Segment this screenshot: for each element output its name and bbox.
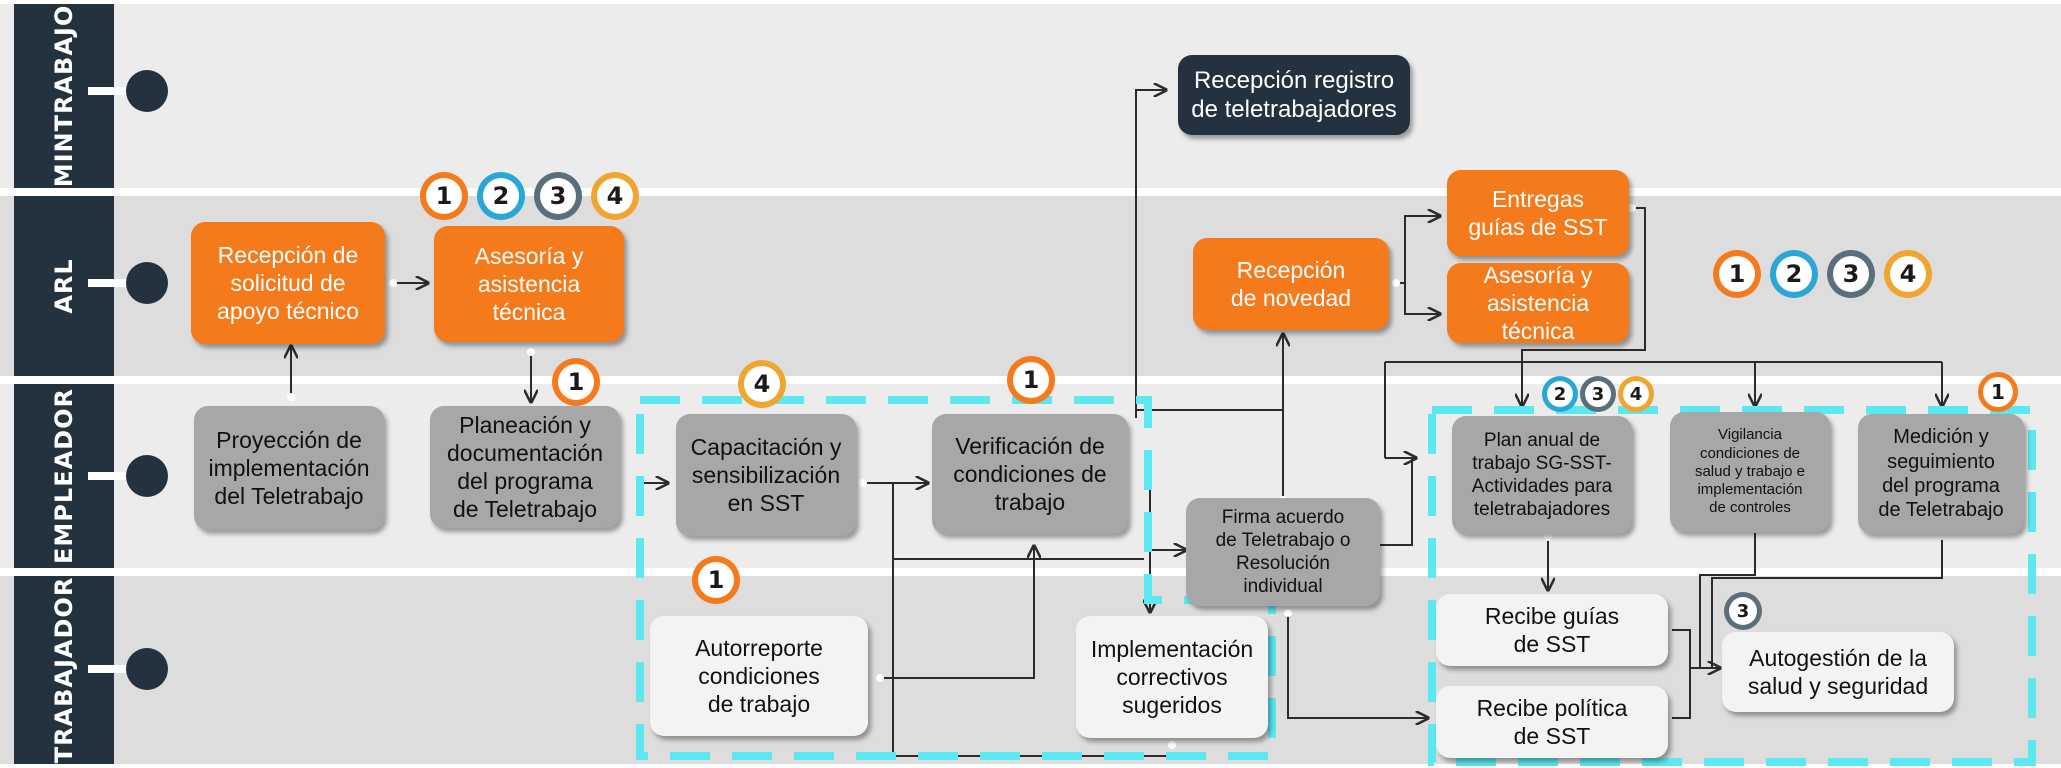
arrow-novedad-asesoria: [1404, 283, 1440, 314]
connector-dot: [1284, 609, 1292, 617]
node-recibe-politica: Recibe política de SST: [1436, 686, 1668, 758]
badge-number-1: 1: [1007, 356, 1055, 404]
node-firma-acuerdo: Firma acuerdo de Teletrabajo o Resolució…: [1186, 498, 1380, 606]
lane-label-mintrabajo: MINTRABAJO: [14, 4, 114, 188]
arrow-to-registro: [1135, 90, 1166, 418]
highlight-region-right: [1428, 406, 2036, 766]
lane-marker-mintrabajo: [126, 70, 168, 112]
node-proyeccion: Proyección de implementación del Teletra…: [194, 406, 384, 530]
line-medicion-down: [1711, 540, 1943, 668]
badge-number-1: 1: [1978, 372, 2018, 412]
arrow-firma-politica: [1287, 612, 1428, 718]
badge-number-4: 4: [1618, 376, 1654, 412]
badge-number-1: 1: [552, 358, 600, 406]
badge-number-2: 2: [477, 172, 525, 220]
badge-number-1: 1: [420, 172, 468, 220]
connector-dot: [287, 393, 295, 401]
node-verificacion: Verificación de condiciones de trabajo: [932, 414, 1128, 534]
lane-connector-arl: [88, 279, 136, 287]
badge-number-4: 4: [591, 172, 639, 220]
lane-marker-trabajador: [126, 648, 168, 690]
node-recepcion-registro: Recepción registro de teletrabajadores: [1178, 55, 1410, 135]
arrow-firma-plan: [1380, 458, 1413, 546]
lane-connector-mintrabajo: [88, 87, 136, 95]
connector-dot: [1392, 279, 1400, 287]
connector-dot: [1168, 741, 1176, 749]
node-autogestion: Autogestión de la salud y seguridad: [1722, 632, 1954, 712]
legend-badge-2: 2: [1770, 250, 1818, 298]
node-plan-anual: Plan anual de trabajo SG-SST- Actividade…: [1452, 416, 1632, 534]
legend-badge-4: 4: [1884, 250, 1932, 298]
node-recibe-guias: Recibe guías de SST: [1436, 594, 1668, 666]
badge-number-3: 3: [1724, 592, 1762, 630]
connector-dot: [876, 674, 884, 682]
node-recepcion-novedad: Recepción de novedad: [1193, 238, 1389, 330]
connector-dot: [1544, 533, 1552, 541]
badge-number-1: 1: [692, 556, 740, 604]
badge-number-4: 4: [738, 360, 786, 408]
legend-badge-3: 3: [1827, 250, 1875, 298]
node-autorreporte: Autorreporte condiciones de trabajo: [650, 616, 868, 736]
arrow-novedad-entregas: [1404, 216, 1440, 283]
badge-number-3: 3: [1580, 376, 1616, 412]
node-implementacion: Implementación correctivos sugeridos: [1076, 616, 1268, 738]
node-vigilancia: Vigilancia condiciones de salud y trabaj…: [1670, 412, 1830, 532]
connector-dot: [1628, 204, 1636, 212]
legend-badge-1: 1: [1713, 250, 1761, 298]
lane-marker-arl: [126, 262, 168, 304]
node-recepcion-solicitud: Recepción de solicitud de apoyo técnico: [191, 222, 385, 344]
lane-connector-trabajador: [88, 665, 136, 673]
connector-dot: [389, 279, 397, 287]
line-recibe-guias-out: [1672, 629, 1691, 668]
node-asesoria-asistencia-2: Asesoría y asistencia técnica: [1447, 262, 1629, 344]
badge-number-2: 2: [1542, 376, 1578, 412]
badge-number-3: 3: [534, 172, 582, 220]
node-asesoria-asistencia: Asesoría y asistencia técnica: [434, 226, 624, 342]
node-entregas-guias: Entregas guías de SST: [1447, 170, 1629, 256]
connector-dot: [527, 348, 535, 356]
line-vigilancia-down: [1699, 533, 1756, 668]
node-capacitacion: Capacitación y sensibilización en SST: [676, 414, 856, 536]
node-planeacion: Planeación y documentación del programa …: [430, 406, 620, 528]
arrow-autorreporte-verificacion: [880, 546, 1034, 679]
node-medicion: Medición y seguimiento del programa de T…: [1858, 414, 2024, 534]
connector-dot: [859, 479, 867, 487]
line-recibe-politica-out: [1672, 668, 1691, 719]
lane-connector-empleador: [88, 472, 136, 480]
lane-marker-empleador: [126, 455, 168, 497]
lane-mintrabajo: [0, 4, 2061, 188]
